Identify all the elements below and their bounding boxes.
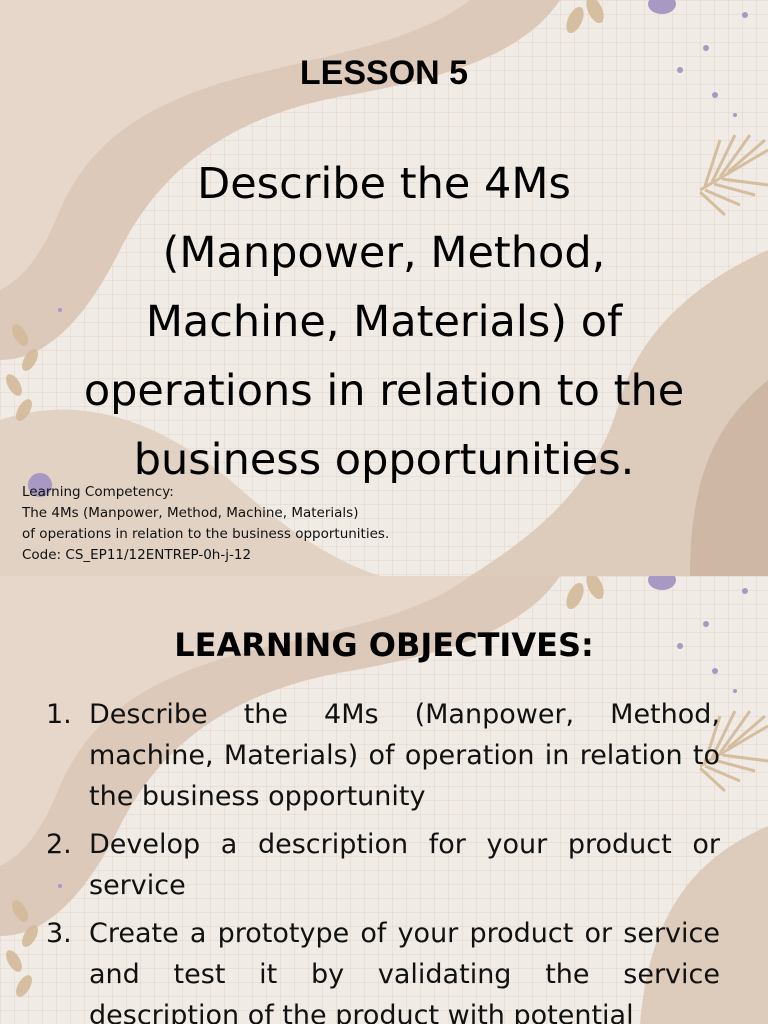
item-number: 3. xyxy=(46,918,72,949)
lesson-title: Describe the 4Ms (Manpower, Method, Mach… xyxy=(83,159,685,485)
item-text: Describe the 4Ms (Manpower, Method, mach… xyxy=(89,699,720,812)
wave-shape-top-light xyxy=(0,576,470,866)
slide-learning-objectives: LEARNING OBJECTIVES: 1. Describe the 4Ms… xyxy=(0,576,768,1024)
wave-shape-right xyxy=(640,826,768,1024)
wave-shape-top-light xyxy=(0,0,470,290)
learning-competency: Learning Competency: The 4Ms (Manpower, … xyxy=(22,482,389,566)
background-decoration xyxy=(0,576,768,1024)
slide-lesson-5: LESSON 5 Describe the 4Ms (Manpower, Met… xyxy=(0,0,768,576)
competency-code: Code: CS_EP11/12ENTREP-0h-j-12 xyxy=(22,547,252,563)
item-text: Develop a description for your product o… xyxy=(89,829,720,901)
list-item: 2. Develop a description for your produc… xyxy=(46,824,720,906)
item-number: 1. xyxy=(46,699,72,730)
dot-decoration-icon xyxy=(58,576,748,888)
item-number: 2. xyxy=(46,829,72,860)
wave-shape-bottom-right xyxy=(690,380,768,576)
leaf-sprig-icon xyxy=(6,576,604,997)
competency-line: of operations in relation to the busines… xyxy=(22,526,390,542)
competency-line: The 4Ms (Manpower, Method, Machine, Mate… xyxy=(22,505,359,521)
dot-decoration-icon xyxy=(28,0,748,497)
leaf-sprig-icon xyxy=(6,0,604,421)
lesson-heading: LESSON 5 xyxy=(299,54,469,92)
palm-leaf-icon xyxy=(698,710,768,793)
objectives-heading: LEARNING OBJECTIVES: xyxy=(174,626,594,664)
background-decoration xyxy=(0,0,768,576)
list-item: 1. Describe the 4Ms (Manpower, Method, m… xyxy=(46,694,720,817)
list-item: 3. Create a prototype of your product or… xyxy=(46,913,720,1024)
item-text: Create a prototype of your product or se… xyxy=(89,918,720,1024)
wave-shape-right xyxy=(470,250,768,576)
wave-shape-bottom xyxy=(0,409,380,576)
competency-label: Learning Competency: xyxy=(22,484,174,500)
palm-leaf-icon xyxy=(698,134,768,217)
objectives-list: 1. Describe the 4Ms (Manpower, Method, m… xyxy=(46,694,720,1024)
